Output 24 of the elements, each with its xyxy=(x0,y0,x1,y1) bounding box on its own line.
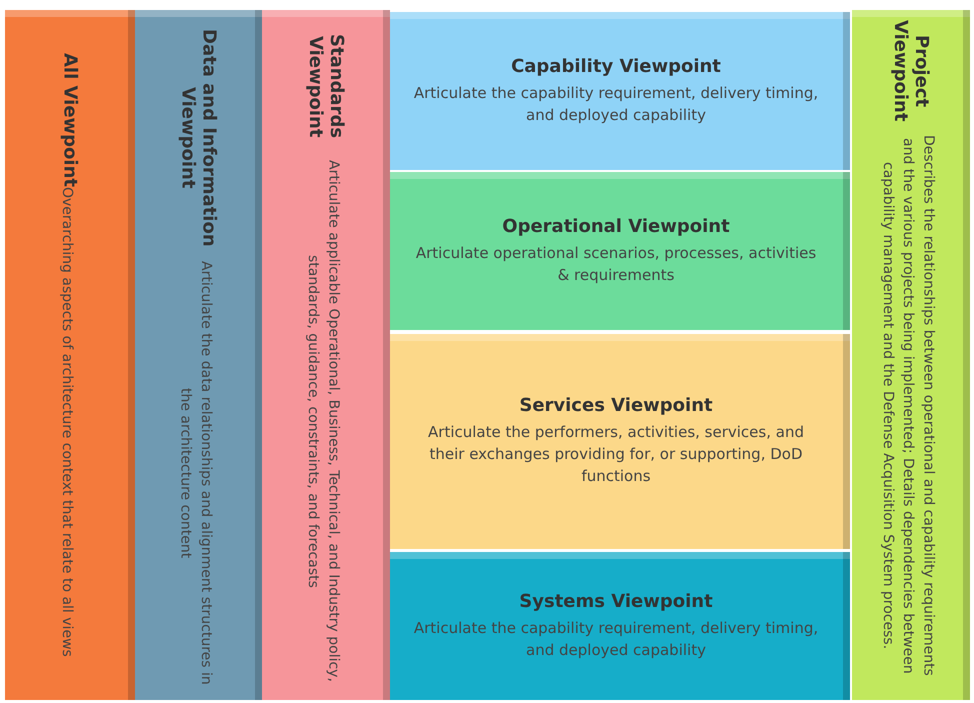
viewpoint-panel xyxy=(390,334,850,549)
panel-description: Overarching aspects of architecture context that relate to all views xyxy=(58,187,76,657)
viewpoint-panel xyxy=(262,10,390,700)
panel-description: Describes the relationships between operational and capability requirements and the various projects being implemented; Details dependencies between capability management and the Defense Acquisition System process. xyxy=(878,134,938,678)
panel-heading: Capability Viewpoint xyxy=(511,56,721,77)
panel-description: Articulate operational scenarios, processes, activities & requirements xyxy=(414,242,818,286)
panel-description: Articulate the capability requirement, delivery timing, and deployed capability xyxy=(412,82,820,126)
panel-description: Articulate the data relationships and alignment structures in the architecture content xyxy=(176,260,215,687)
panel-heading: Data and Information Viewpoint xyxy=(178,28,220,249)
panel-heading: Systems Viewpoint xyxy=(519,590,713,612)
panel-heading: Standards Viewpoint xyxy=(305,33,347,140)
viewpoint-panel xyxy=(135,10,262,700)
panel-description: Articulate the performers, activities, services, and their exchanges providing for, or supporting, DoD functions xyxy=(427,422,805,487)
viewpoint-panel xyxy=(852,10,970,700)
viewpoint-panel xyxy=(390,12,850,170)
viewpoint-panel xyxy=(390,172,850,330)
panel-description: Articulate applicable Operational, Business, Technical, and Industry policy, standards, guidance, constraints, and forecasts xyxy=(304,159,342,684)
panel-description: Articulate the capability requirement, delivery timing, and deployed capability xyxy=(412,618,820,660)
viewpoint-panel xyxy=(5,10,135,700)
panel-heading: Project Viewpoint xyxy=(890,20,932,122)
panel-heading: Operational Viewpoint xyxy=(502,216,730,237)
panel-heading: Services Viewpoint xyxy=(519,395,713,416)
panel-heading: All Viewpoint xyxy=(60,53,80,188)
viewpoint-panel xyxy=(390,552,850,700)
